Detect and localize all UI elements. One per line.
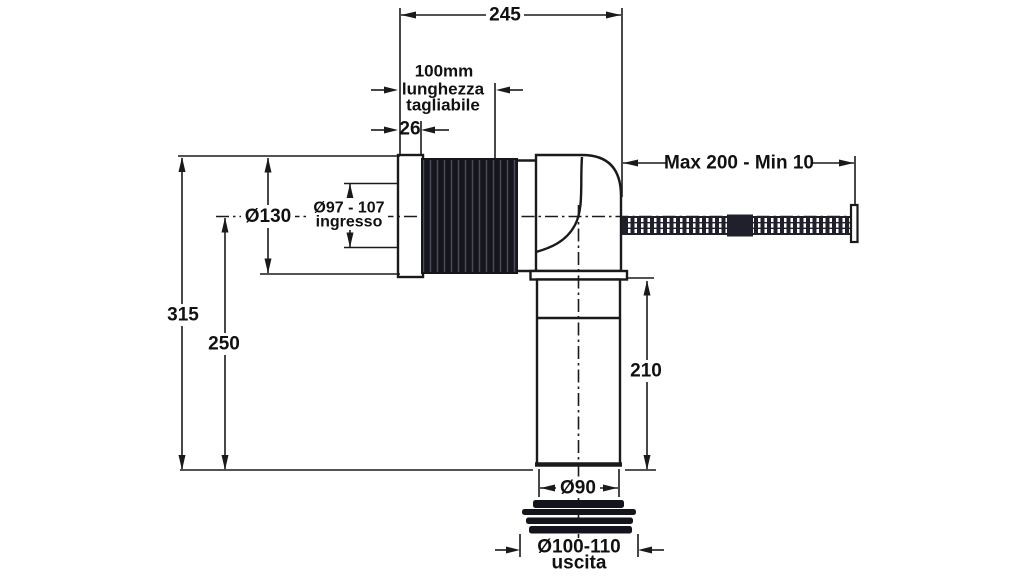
rubber-gasket bbox=[522, 500, 636, 534]
dim-outlet-label-2: uscita bbox=[552, 553, 607, 574]
corrugated-hose bbox=[421, 158, 518, 274]
dim-centerline-height-label: 250 bbox=[208, 334, 240, 355]
wall-plate bbox=[849, 203, 859, 244]
dim-flange-thickness-label: 26 bbox=[399, 119, 420, 140]
dim-outlet-pipe-diameter-label: Ø90 bbox=[560, 478, 596, 499]
dim-cut-length bbox=[371, 86, 523, 94]
label-backgrounds bbox=[163, 4, 812, 498]
dim-cut-length-label-3: tagliabile bbox=[406, 96, 480, 115]
extension-lines bbox=[178, 8, 856, 557]
dim-cut-length-label-2: lunghezza bbox=[402, 80, 485, 99]
elbow-inner-curve bbox=[535, 156, 584, 254]
dim-flange-diameter-label: Ø130 bbox=[245, 206, 291, 227]
dim-adjustment-range-label: Max 200 - Min 10 bbox=[664, 153, 814, 174]
dim-flange-thickness bbox=[371, 126, 449, 134]
dim-overall-height-label: 315 bbox=[167, 305, 199, 326]
dim-inlet-label-2: ingresso bbox=[316, 214, 383, 231]
dim-cut-length-label-1: 100mm bbox=[415, 62, 474, 81]
dim-outlet-pipe-length-label: 210 bbox=[630, 361, 662, 382]
dim-overall-width-label: 245 bbox=[489, 5, 521, 26]
threaded-rod bbox=[622, 203, 859, 244]
rod-coupling bbox=[727, 214, 753, 237]
dim-outlet-diameter bbox=[495, 546, 664, 554]
dim-inlet-label-1: Ø97 - 107 bbox=[313, 200, 384, 217]
dim-outlet-label-1: Ø100-110 bbox=[537, 537, 620, 558]
